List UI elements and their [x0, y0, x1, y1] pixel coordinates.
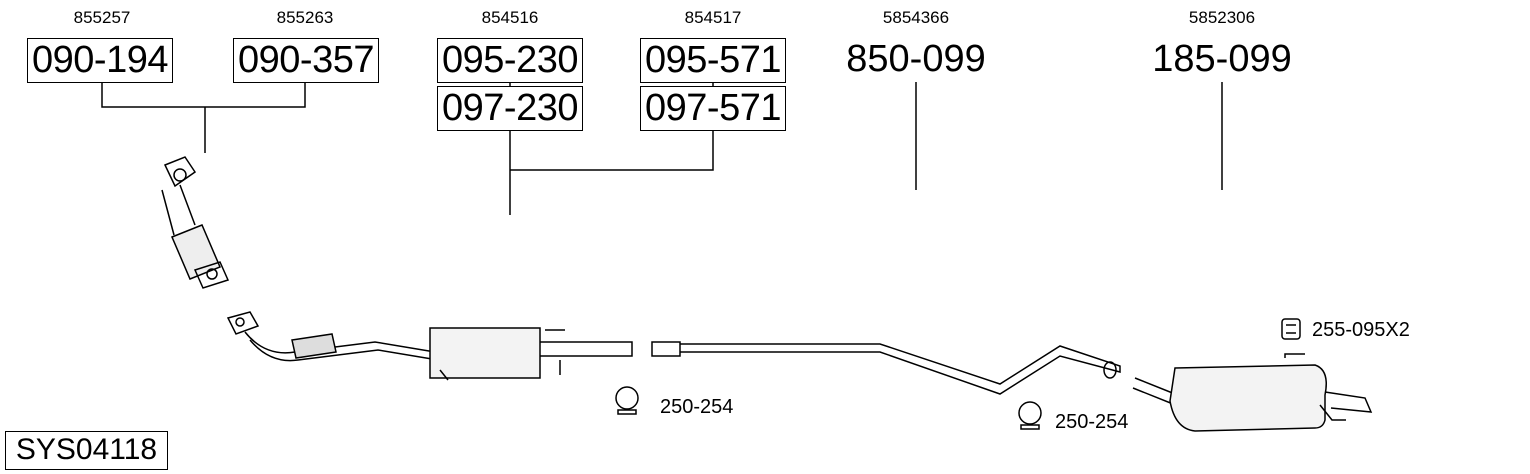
part-box[interactable]: 095-230 [437, 38, 583, 83]
part-box[interactable]: 097-571 [640, 86, 786, 131]
clamp-icon [1018, 401, 1042, 430]
rear-muffler-drawing [1132, 353, 1373, 432]
part-number[interactable]: 185-099 [1152, 38, 1292, 80]
accessory-label[interactable]: 250-254 [660, 396, 734, 418]
part-box[interactable]: 090-357 [233, 38, 379, 83]
ref-number: 5852306 [1188, 8, 1256, 27]
part-box[interactable]: 095-571 [640, 38, 786, 83]
system-id: SYS04118 [5, 431, 168, 470]
middle-pipe-drawing [651, 341, 1121, 395]
accessory-label[interactable]: 250-254 [1055, 411, 1129, 433]
part-box[interactable]: 090-194 [27, 38, 173, 83]
part-number[interactable]: 850-099 [846, 38, 986, 80]
ref-number: 5854366 [882, 8, 950, 27]
ref-number: 855263 [276, 8, 334, 27]
ref-number: 854517 [684, 8, 742, 27]
leader-lines [101, 82, 1223, 215]
clamp-icon [615, 386, 639, 415]
catalytic-converter-drawing [161, 156, 230, 289]
accessory-label[interactable]: 255-095X2 [1312, 319, 1410, 341]
ref-number: 855257 [73, 8, 131, 27]
ref-number: 854516 [481, 8, 539, 27]
front-pipe-drawing [226, 311, 633, 381]
rubber-mount-icon [1281, 318, 1301, 340]
part-box[interactable]: 097-230 [437, 86, 583, 131]
